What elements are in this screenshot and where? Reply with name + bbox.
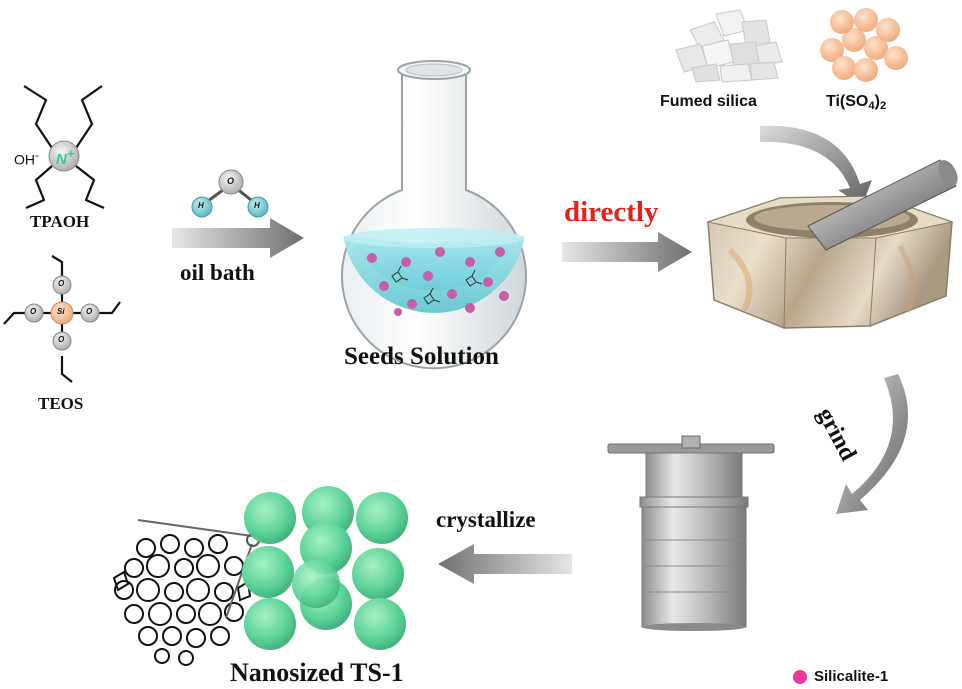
water-o-label: O [227,176,235,186]
tpaoh-molecule [23,85,105,210]
teos-o-left-label: O [30,307,37,316]
fumed-silica-pile [675,9,783,83]
fumed-silica-label: Fumed silica [660,93,757,110]
grind-curved-arrow [836,374,909,514]
nanosized-ts1-label: Nanosized TS-1 [230,658,404,687]
oil-bath-arrow [172,218,304,258]
seed-particles [367,247,509,316]
ti-sulfate-label: Ti(SO4)2 [826,93,887,112]
mortar-and-pestle [706,159,958,329]
zoom-line-top [137,519,253,537]
crystallize-arrow [438,544,572,584]
zeolite-framework [112,534,252,666]
water-molecule [191,169,269,218]
directly-label: directly [564,196,659,228]
ts1-particles [242,486,408,650]
tpaoh-label: TPAOH [30,212,90,231]
oil-bath-label: oil bath [180,260,255,285]
crystallize-label: crystallize [436,507,536,532]
teos-si-label: Si [57,307,65,316]
oh-label: OH- [14,149,39,168]
water-h-right-label: H [254,201,260,210]
water-h-left-label: H [198,201,204,210]
teos-o-bottom-label: O [58,335,65,344]
round-bottom-flask [341,60,527,370]
directly-arrow [562,232,692,272]
teos-molecule [3,255,121,383]
teos-o-right-label: O [86,307,93,316]
seeds-solution-label: Seeds Solution [344,343,499,370]
feed-curved-arrow [760,125,872,206]
autoclave [607,435,775,631]
tpa-template-marks [391,265,483,305]
teos-label: TEOS [38,394,84,413]
nitrogen-label: N+ [56,147,75,168]
teos-o-top-label: O [58,279,65,288]
legend-label: Silicalite-1 [814,668,889,685]
legend-dot [793,670,807,684]
ti-sulfate-spheres [820,8,908,82]
